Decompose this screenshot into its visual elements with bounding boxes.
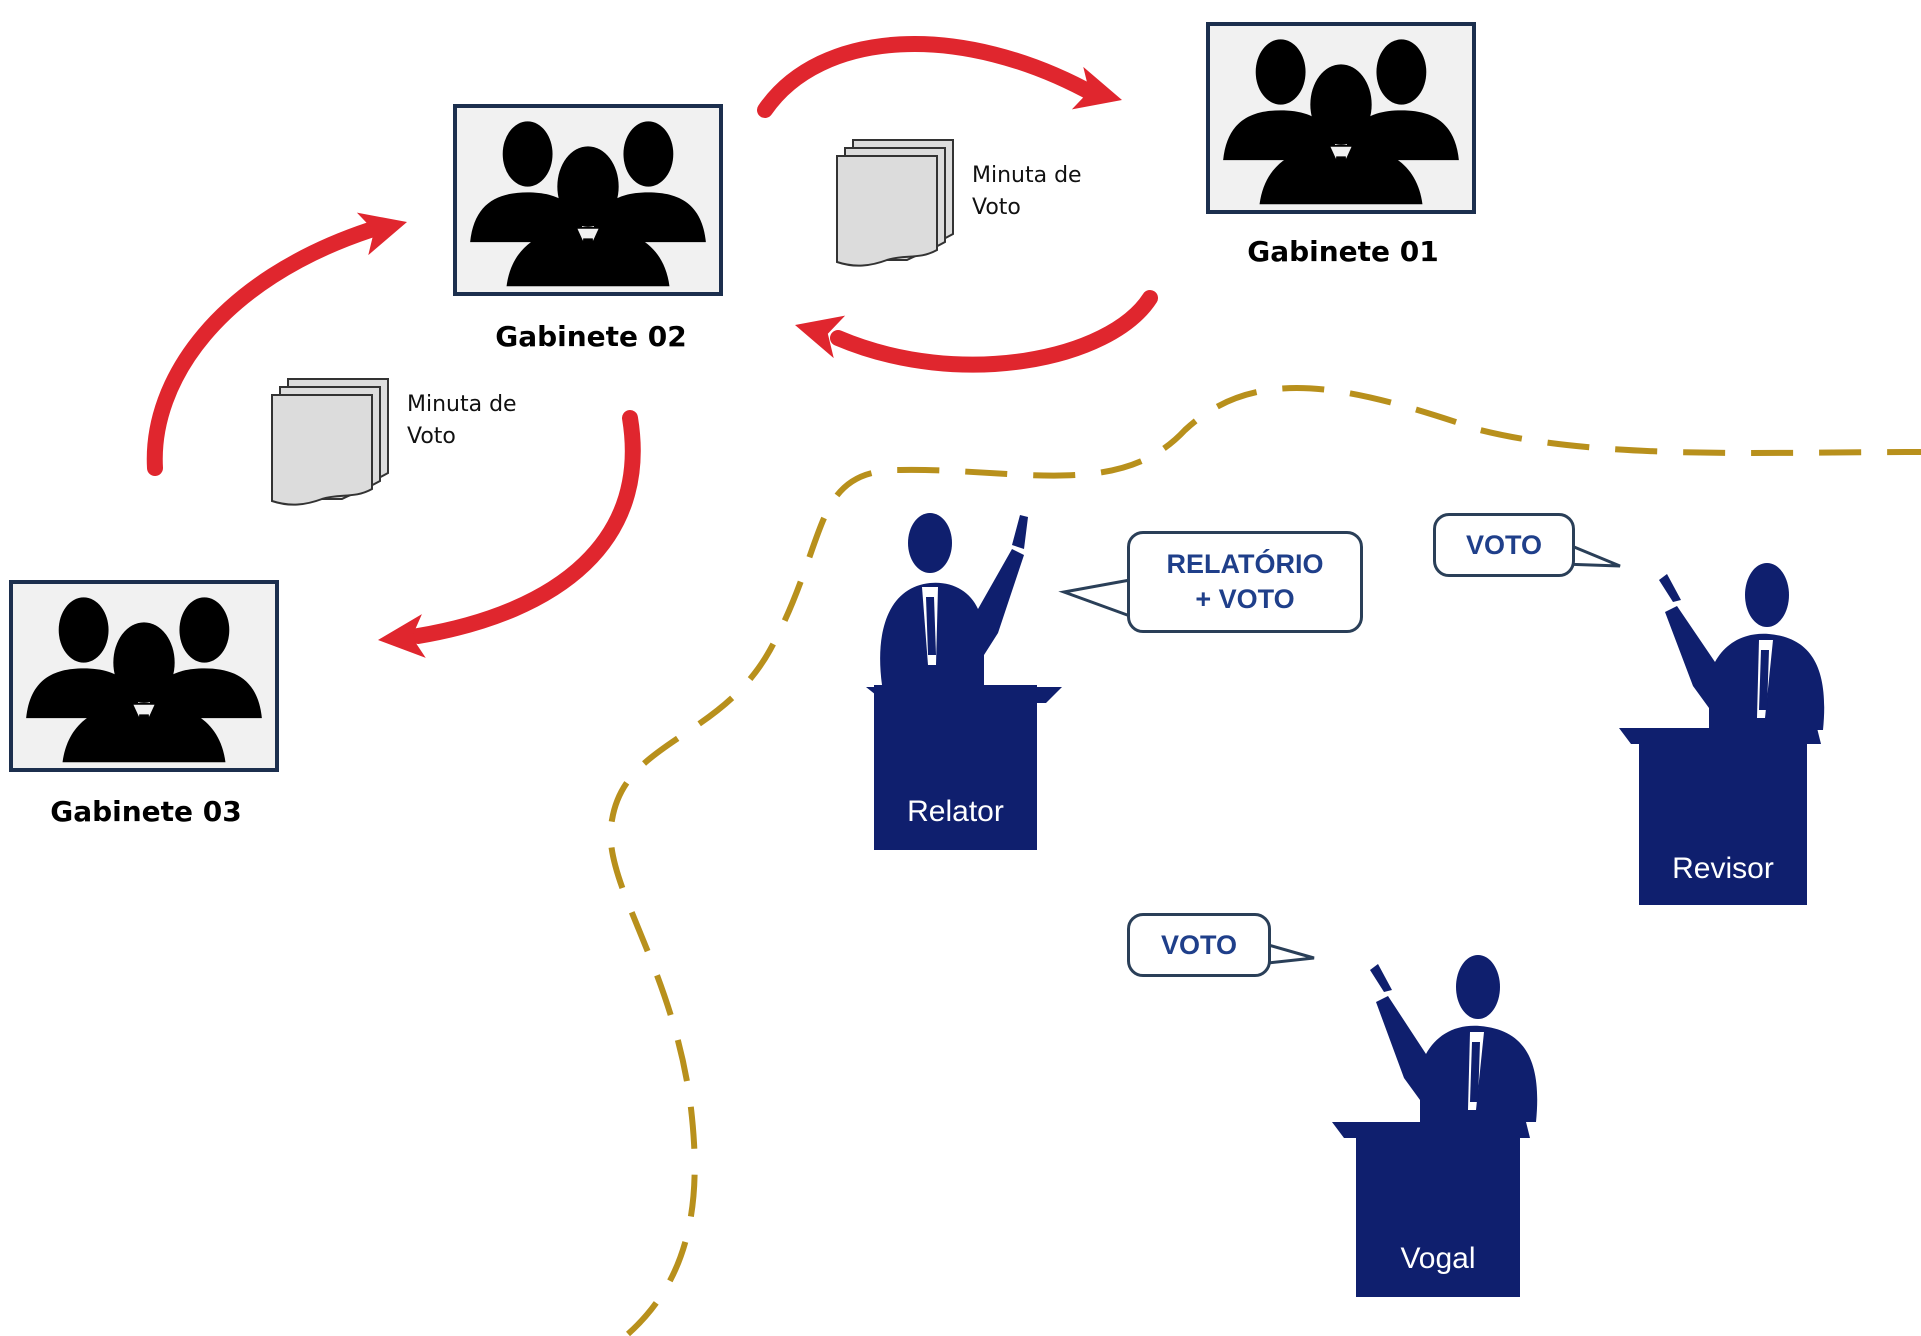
session-boundary-line — [607, 385, 1921, 1336]
speaker-at-podium-icon — [1619, 563, 1825, 905]
cabinet-02-label: Gabinete 02 — [495, 320, 687, 353]
speaker-role-label: Vogal — [1400, 1242, 1476, 1275]
relator-speech-bubble: RELATÓRIO + VOTO — [1127, 531, 1363, 633]
cabinet-03-box — [9, 580, 279, 772]
arrow-gab01-to-gab02 — [789, 290, 1158, 373]
cabinet-01-box — [1206, 22, 1476, 214]
speaker-role-label: Relator — [907, 795, 1004, 828]
vogal-speech-bubble: VOTO — [1127, 913, 1271, 977]
relator-speaker: Relator — [852, 505, 1062, 855]
group-of-people-icon — [470, 121, 706, 287]
bubble-tail — [1561, 540, 1621, 568]
document-stack-icon — [271, 378, 389, 506]
revisor-speaker: Revisor — [1617, 550, 1837, 910]
document-label: Minuta de Voto — [407, 392, 517, 449]
speaker-at-podium-icon — [1332, 955, 1538, 1297]
vogal-speaker: Vogal — [1330, 942, 1550, 1302]
arrow-gab03-to-gab02 — [146, 200, 413, 476]
revisor-speech-bubble: VOTO — [1433, 513, 1575, 577]
speaker-role-label: Revisor — [1672, 852, 1774, 885]
cabinet-02-box — [453, 104, 723, 296]
arrow-gab02-to-gab01 — [757, 36, 1128, 122]
document-stack-icon — [836, 139, 954, 267]
group-of-people-icon — [26, 597, 262, 763]
bubble-tail — [1257, 940, 1315, 966]
cabinet-03-label: Gabinete 03 — [50, 795, 242, 828]
document-label: Minuta de Voto — [972, 163, 1082, 220]
cabinet-01-label: Gabinete 01 — [1247, 235, 1439, 268]
bubble-tail — [1058, 578, 1131, 618]
arrow-gab02-to-gab03 — [376, 410, 641, 662]
speaker-at-podium-icon — [866, 513, 1062, 850]
group-of-people-icon — [1223, 39, 1459, 205]
